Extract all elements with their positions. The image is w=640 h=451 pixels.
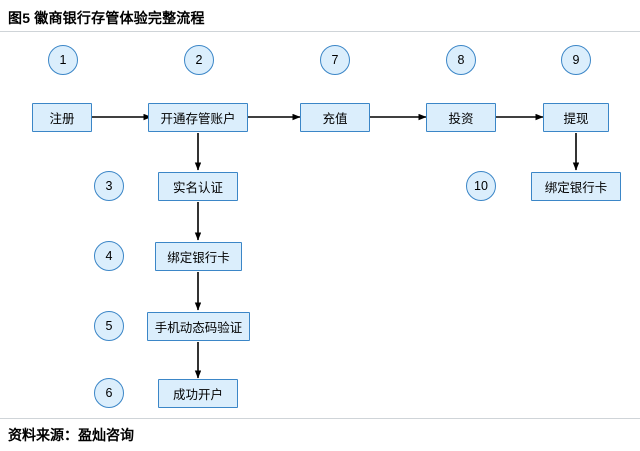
- step-badge-10: 10: [466, 171, 496, 201]
- source-divider: [0, 418, 640, 419]
- node-bind-bank-card: 绑定银行卡: [155, 242, 242, 271]
- figure-source: 资料来源：盈灿咨询: [8, 427, 134, 443]
- step-badge-4: 4: [94, 241, 124, 271]
- step-badge-5: 5: [94, 311, 124, 341]
- step-badge-2: 2: [184, 45, 214, 75]
- figure-title: 图5 徽商银行存管体验完整流程: [8, 10, 205, 26]
- node-invest: 投资: [426, 103, 496, 132]
- node-recharge: 充值: [300, 103, 370, 132]
- title-divider: [0, 31, 640, 32]
- step-badge-8: 8: [446, 45, 476, 75]
- node-bind-bank-card-withdraw: 绑定银行卡: [531, 172, 621, 201]
- step-badge-1: 1: [48, 45, 78, 75]
- node-withdraw: 提现: [543, 103, 609, 132]
- step-badge-7: 7: [320, 45, 350, 75]
- node-sms-code-verify: 手机动态码验证: [147, 312, 250, 341]
- node-account-opened: 成功开户: [158, 379, 238, 408]
- node-open-deposit-account: 开通存管账户: [148, 103, 248, 132]
- step-badge-3: 3: [94, 171, 124, 201]
- step-badge-6: 6: [94, 378, 124, 408]
- step-badge-9: 9: [561, 45, 591, 75]
- node-real-name-auth: 实名认证: [158, 172, 238, 201]
- node-register: 注册: [32, 103, 92, 132]
